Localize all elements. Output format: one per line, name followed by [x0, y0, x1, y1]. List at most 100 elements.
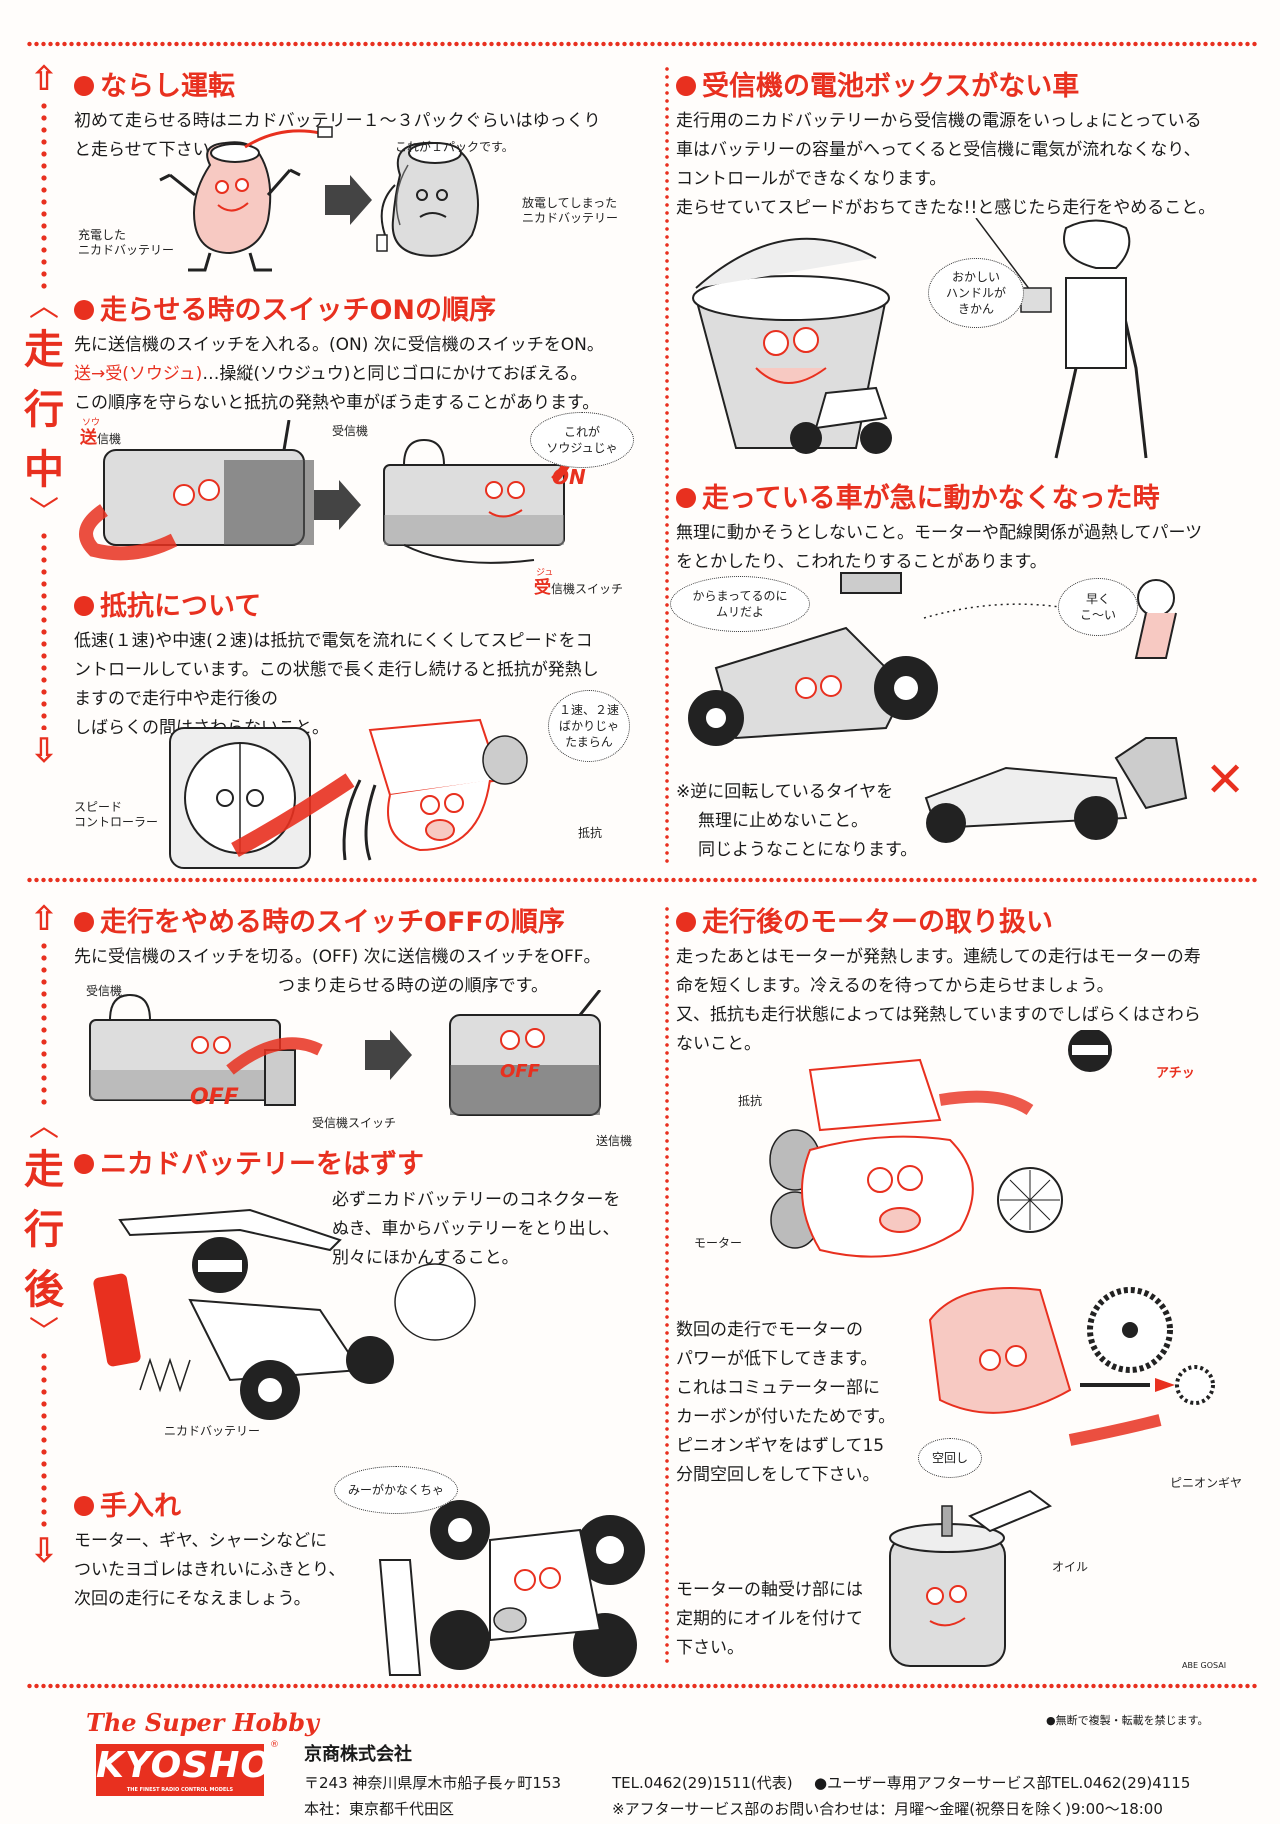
section-title: ならし運転 — [74, 64, 601, 103]
company-hq: 本社：東京都千代田区 — [304, 1800, 455, 1818]
label-off-right: OFF — [500, 1061, 540, 1082]
dotted-guide — [41, 1350, 47, 1530]
body-line: 低速(１速)や中速(２速)は抵抗で電気を流れにくくしてスピードをコ — [74, 631, 593, 651]
section-no-battery-box: 受信機の電池ボックスがない車 走行用のニカドバッテリーから受信機の電源をいっしょ… — [676, 64, 1215, 223]
down-arrow-icon: ⇩ — [29, 731, 59, 771]
sidebar-after-driving: ⇧ ︿ 走 行 後 ﹀ ⇩ — [22, 902, 66, 1568]
body-line: コントロールができなくなります。 — [676, 169, 947, 189]
section-switch-off: 走行をやめる時のスイッチOFFの順序 先に受信機のスイッチを切る。(OFF) 次… — [74, 900, 601, 1001]
body-line: 走行用のニカドバッテリーから受信機の電源をいっしょにとっている — [676, 111, 1202, 131]
trash-can-crash-illustration — [692, 218, 1148, 459]
body-line: パワーが低下してきます。 — [676, 1349, 878, 1369]
buggy-driver-illustration — [93, 1208, 476, 1420]
label-on: ON — [552, 465, 586, 489]
resistor-illustration — [169, 718, 528, 869]
hot-motor-illustration — [769, 1030, 1112, 1258]
body-line: 又、抵抗も走行状態によっては発熱していますのでしばらくはさわら — [676, 1005, 1201, 1025]
body-line: 分間空回しをして下さい。 — [676, 1465, 880, 1485]
commutator-note: 数回の走行でモーターの パワーが低下してきます。 これはコミュテーター部に カー… — [676, 1316, 895, 1490]
battery-illustration — [159, 126, 480, 272]
label-one-pack: これが１パックです。 — [395, 140, 514, 154]
speech-bubble: 早く こ～い — [1058, 578, 1138, 636]
section-resistor: 抵抗について 低速(１速)や中速(２速)は抵抗で電気を流れにくくしてスピードをコ… — [74, 584, 599, 743]
sidebar-kanji-2: 行 — [24, 387, 64, 433]
chevron-down-icon: ﹀ — [29, 495, 59, 530]
label-resistor: 抵抗 — [738, 1094, 763, 1108]
label-battery: ニカドバッテリー — [164, 1424, 261, 1438]
section-title: 走っている車が急に動かなくなった時 — [676, 476, 1202, 515]
remove-battery-body: 必ずニカドバッテリーのコネクターを ぬき、車からバッテリーをとり出し、 別々にほ… — [332, 1186, 620, 1273]
body-line: ントロールしています。この状態で長く走行し続けると抵抗が発熱し — [74, 660, 599, 680]
body-line: 次回の走行にそなえましょう。 — [74, 1589, 311, 1609]
label-receiver: 受信機 — [86, 984, 123, 998]
label-discharged: 放電してしまったニカドバッテリー — [522, 196, 619, 225]
speech-bubble: からまってるのに ムリだよ — [670, 576, 810, 632]
body-line: 初めて走らせる時はニカドバッテリー１～３パックぐらいはゆっくり — [74, 111, 601, 131]
section-title: 走行をやめる時のスイッチOFFの順序 — [74, 900, 601, 939]
note-line: 同じようなことになります。 — [698, 840, 918, 860]
chevron-down-icon: ﹀ — [29, 1315, 59, 1350]
company-address: 〒243 神奈川県厚木市船子長ヶ町153 — [304, 1774, 562, 1792]
sidebar-during-driving: ⇧ ︿ 走 行 中 ﹀ ⇩ — [22, 62, 66, 768]
section-title: 走行後のモーターの取り扱い — [676, 900, 1201, 939]
speech-bubble: １速、２速 ばかりじゃ たまらん — [548, 690, 630, 762]
body-line: 先に受信機のスイッチを切る。(OFF) 次に送信機のスイッチをOFF。 — [74, 947, 601, 967]
label-transmitter: 送信機 — [596, 1134, 633, 1148]
label-hot: アチッ — [1156, 1066, 1195, 1081]
section-car-stopped: 走っている車が急に動かなくなった時 無理に動かそうとしないこと。モーターや配線関… — [676, 476, 1202, 577]
switch-on-illustration — [79, 420, 578, 564]
stuck-car-illustration — [688, 572, 1188, 843]
section-switch-on: 走らせる時のスイッチONの順序 先に送信機のスイッチを入れる。(ON) 次に受信… — [74, 288, 604, 418]
section-remove-battery: ニカドバッテリーをはずす — [74, 1142, 424, 1181]
body-line: つまり走らせる時の逆の順序です。 — [278, 976, 548, 996]
body-line: 数回の走行でモーターの — [676, 1320, 863, 1340]
oil-note: モーターの軸受け部には 定期的にオイルを付けて 下さい。 — [676, 1576, 863, 1663]
speech-bubble: みーがかなくちゃ — [334, 1466, 458, 1514]
body-line: ないこと。 — [676, 1034, 761, 1054]
body-line: 必ずニカドバッテリーのコネクターを — [332, 1190, 621, 1210]
body-line: 車はバッテリーの容量がへってくると受信機に電気が流れなくなり、 — [676, 140, 1201, 160]
body-line: ぬき、車からバッテリーをとり出し、 — [332, 1219, 620, 1239]
cleaning-illustration — [378, 1500, 645, 1677]
label-charged: 充電したニカドバッテリー — [78, 228, 175, 257]
aftersales-tel: ●ユーザー専用アフターサービス部TEL.0462(29)4115 — [814, 1774, 1191, 1792]
registered-mark: ® — [270, 1740, 279, 1750]
sidebar-kanji-6: 後 — [24, 1267, 64, 1313]
dotted-guide — [41, 530, 47, 730]
pinion-illustration — [928, 1287, 1215, 1446]
note-line: 無理に止めないこと。 — [698, 811, 868, 831]
sidebar-kanji-3: 中 — [24, 447, 64, 493]
sidebar-kanji-1: 走 — [24, 327, 64, 373]
bottom-dotted-rule — [26, 1682, 1258, 1690]
speech-bubble: これが ソウジュじゃ — [530, 412, 634, 468]
body-line: カーボンが付いたためです。 — [676, 1407, 896, 1427]
body-line: と走らせて下さい。 — [74, 140, 227, 160]
label-pinion: ピニオンギヤ — [1170, 1476, 1243, 1490]
brand-tagline: The Super Hobby — [86, 1708, 319, 1737]
body-line: ますので走行中や走行後の — [74, 689, 278, 709]
oil-motor-illustration — [889, 1489, 1052, 1667]
column-divider-top — [665, 65, 669, 865]
label-off-left: OFF — [190, 1085, 239, 1110]
up-arrow-icon: ⇧ — [29, 59, 59, 99]
label-receiver: 受信機 — [332, 424, 369, 438]
top-dotted-rule — [26, 40, 1258, 48]
body-line: 走らせていてスピードがおちてきたな!!と感じたら走行をやめること。 — [676, 198, 1216, 218]
section-title: 抵抗について — [74, 584, 599, 623]
body-line: ついたヨゴレはきれいにふきとり、 — [74, 1560, 346, 1580]
copyright-note: ●無断で複製・転載を禁じます。 — [1046, 1714, 1209, 1727]
sidebar-kanji-5: 行 — [24, 1207, 64, 1253]
company-name: 京商株式会社 — [304, 1744, 412, 1765]
x-mark-icon: ✕ — [1205, 752, 1246, 808]
section-title: ニカドバッテリーをはずす — [74, 1142, 424, 1181]
dotted-guide — [41, 100, 47, 290]
switch-off-illustration — [89, 990, 602, 1116]
label-receiver-switch: ジュ受信機スイッチ — [534, 568, 624, 598]
label-motor: モーター — [694, 1236, 743, 1250]
speech-bubble: 空回し — [918, 1438, 982, 1478]
body-line: 別々にほかんすること。 — [332, 1248, 519, 1268]
label-receiver-switch: 受信機スイッチ — [312, 1116, 397, 1130]
label-speed-controller: スピードコントローラー — [74, 800, 159, 829]
